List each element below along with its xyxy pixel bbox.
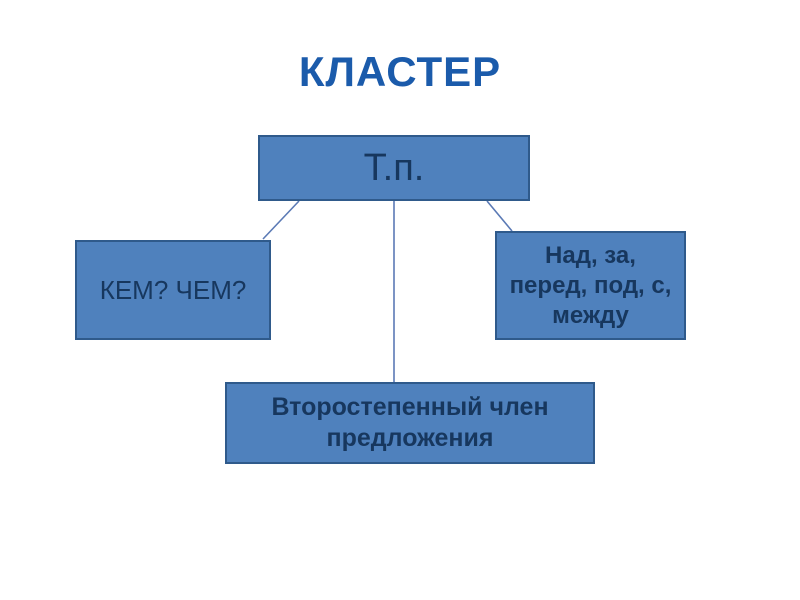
connector-center-to-left <box>262 200 300 240</box>
node-prepositions: Над, за, перед, под, с, между <box>495 231 686 340</box>
node-questions-label: КЕМ? ЧЕМ? <box>99 274 247 305</box>
node-sentence-role: Второстепенный член предложения <box>225 382 595 464</box>
connector-center-to-right <box>486 200 513 232</box>
page-title: КЛАСТЕР <box>298 48 502 95</box>
node-instrumental-case-label: Т.п. <box>363 146 425 189</box>
node-questions: КЕМ? ЧЕМ? <box>75 240 271 340</box>
node-prepositions-label: Над, за, перед, под, с, между <box>509 241 672 329</box>
node-instrumental-case: Т.п. <box>258 135 530 201</box>
node-sentence-role-label: Второстепенный член предложения <box>271 392 549 452</box>
